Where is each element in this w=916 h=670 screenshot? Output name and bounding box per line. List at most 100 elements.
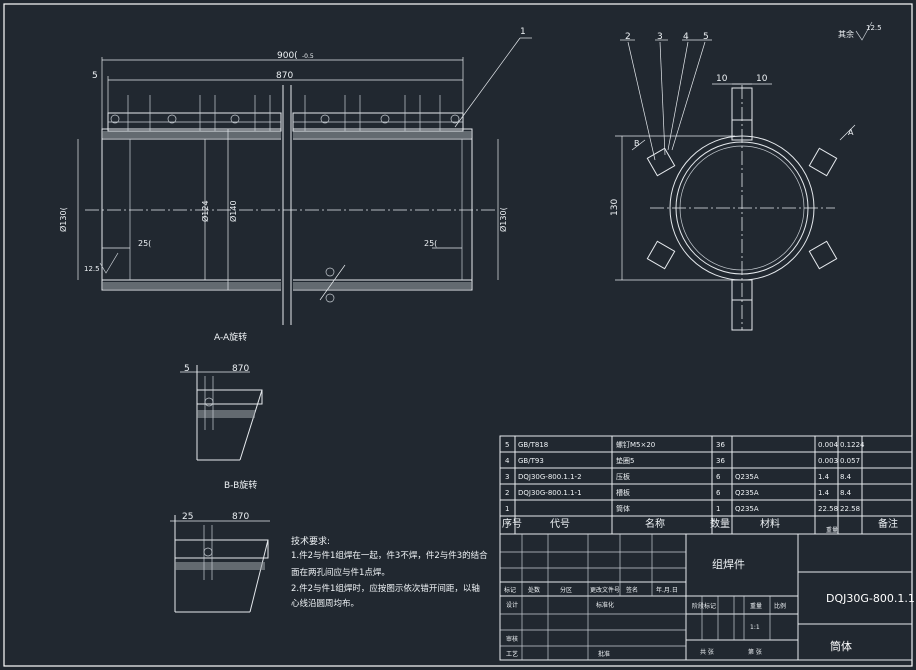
tb-label-count: 处数 xyxy=(528,586,540,594)
tb-label-mark: 标记 xyxy=(504,586,516,594)
bom-cell-name: 螺钉M5×20 xyxy=(616,440,655,449)
tb-label-design: 设计 xyxy=(506,601,518,609)
notes-heading: 技术要求: xyxy=(291,535,330,547)
bom-cell-unit: 0.003 xyxy=(818,457,838,465)
section-aa-dim-870: 870 xyxy=(232,364,249,374)
bom-cell-name: 槽板 xyxy=(616,488,630,497)
assembly-label: 组焊件 xyxy=(712,557,745,571)
dim-dia-130-right: Ø130( xyxy=(498,207,508,232)
bom-cell-code: DQJ30G-800.1.1-2 xyxy=(518,473,582,481)
section-aa-title: A-A旋转 xyxy=(214,331,247,343)
bom-cell-name: 筒体 xyxy=(616,504,630,513)
bom-cell-no: 4 xyxy=(505,457,510,465)
balloon-4: 4 xyxy=(683,32,689,42)
bom-header-note: 备注 xyxy=(878,517,898,530)
bom-cell-qty: 36 xyxy=(716,457,725,465)
roughness-12-5: 12.5 xyxy=(84,265,100,273)
tb-label-weight: 重量 xyxy=(750,602,762,610)
roughness-rest-label: 其余 xyxy=(838,29,854,39)
bom-cell-material: Q235A xyxy=(735,489,759,497)
tb-label-review: 审核 xyxy=(506,635,518,643)
bom-cell-qty: 6 xyxy=(716,489,721,497)
bom-header-qty: 数量 xyxy=(710,517,730,530)
bom-cell-code: GB/T818 xyxy=(518,441,548,449)
dim-25-left: 25( xyxy=(138,239,151,248)
notes-line-3: 2.件2与件1组焊时，应按图示依次错开间距，以轴 xyxy=(291,583,480,594)
dim-dia-124: Ø124 xyxy=(200,200,210,222)
bom-cell-unit: 0.004 xyxy=(818,441,839,449)
bom-cell-no: 1 xyxy=(505,505,509,513)
section-bb-title: B-B旋转 xyxy=(224,479,257,491)
front-view xyxy=(77,37,532,325)
balloon-1: 1 xyxy=(520,27,526,37)
bom-header-name: 名称 xyxy=(645,517,665,530)
bom-cell-unit: 1.4 xyxy=(818,489,830,497)
bom-header-no: 序号 xyxy=(502,517,522,530)
bom-header-material: 材料 xyxy=(760,517,780,530)
balloon-2: 2 xyxy=(625,32,631,42)
part-name: 筒体 xyxy=(830,639,852,653)
drawing-border xyxy=(3,3,913,667)
bom-cell-no: 3 xyxy=(505,473,509,481)
dim-130: 130 xyxy=(610,199,620,216)
bom-cell-code: GB/T93 xyxy=(518,457,544,465)
bom-cell-total: 8.4 xyxy=(840,473,852,481)
notes-line-2: 面在两孔间应与件1点焊。 xyxy=(291,567,390,578)
notes-line-4: 心线沿圆周均布。 xyxy=(291,598,359,609)
bom-cell-name: 压板 xyxy=(616,472,630,481)
bom-cell-material: Q235A xyxy=(735,473,759,481)
tb-label-stage: 阶段标记 xyxy=(692,602,716,610)
dim-5: 5 xyxy=(92,71,98,81)
tb-sheet-of: 第 张 xyxy=(748,648,762,656)
section-mark-b: B xyxy=(634,139,640,148)
dim-10-right: 10 xyxy=(756,74,768,84)
bom-cell-total: 0.1224 xyxy=(840,441,865,449)
side-view xyxy=(615,21,873,331)
section-aa xyxy=(180,365,263,461)
section-bb-dim-25: 25 xyxy=(182,512,193,522)
dim-900-tol: -0.5 xyxy=(302,53,314,60)
tb-scale-value: 1:1 xyxy=(750,624,760,631)
tb-label-process: 工艺 xyxy=(506,650,518,658)
bom-cell-qty: 36 xyxy=(716,441,725,449)
section-bb xyxy=(170,515,270,613)
balloon-5: 5 xyxy=(703,32,709,42)
bom-cell-code: DQJ30G-800.1.1-1 xyxy=(518,489,582,497)
section-bb-dim-870: 870 xyxy=(232,512,249,522)
dim-10-left: 10 xyxy=(716,74,728,84)
dim-870: 870 xyxy=(276,71,293,81)
bom-cell-qty: 6 xyxy=(716,473,721,481)
section-mark-a: A xyxy=(848,128,854,137)
tb-label-date: 年.月.日 xyxy=(656,586,678,594)
drawing-number: DQJ30G-800.1.1 xyxy=(826,592,915,605)
bom-cell-unit: 1.4 xyxy=(818,473,830,481)
bom-cell-no: 2 xyxy=(505,489,509,497)
dim-dia-130-left: Ø130( xyxy=(58,207,68,232)
bom-cell-unit: 22.58 xyxy=(818,505,838,513)
bom-header-weight: 重量 xyxy=(826,526,838,534)
balloon-3: 3 xyxy=(657,32,663,42)
bom-cell-total: 8.4 xyxy=(840,489,852,497)
bom-header-code: 代号 xyxy=(550,518,570,530)
bom-cell-name: 垫圈5 xyxy=(616,456,634,465)
roughness-rest-value: 12.5 xyxy=(866,24,882,32)
tb-sheet-total: 共 张 xyxy=(700,648,714,656)
bom-cell-no: 5 xyxy=(505,441,509,449)
tb-label-change: 更改文件号 xyxy=(590,586,620,594)
dim-900: 900( xyxy=(277,51,298,61)
tb-label-approve: 批准 xyxy=(598,650,610,658)
tb-label-zone: 分区 xyxy=(560,586,572,594)
tb-label-sign: 签名 xyxy=(626,586,638,594)
bom-cell-total: 0.057 xyxy=(840,457,860,465)
section-aa-dim-5: 5 xyxy=(184,364,190,374)
dim-25-right: 25( xyxy=(424,239,437,248)
title-block xyxy=(499,533,913,661)
tb-label-standard: 标准化 xyxy=(596,601,614,609)
notes-line-1: 1.件2与件1组焊在一起，件3不焊，件2与件3的结合 xyxy=(291,550,488,561)
tb-label-scale: 比例 xyxy=(774,602,786,610)
bom-cell-material: Q235A xyxy=(735,505,759,513)
bom-cell-qty: 1 xyxy=(716,505,720,513)
